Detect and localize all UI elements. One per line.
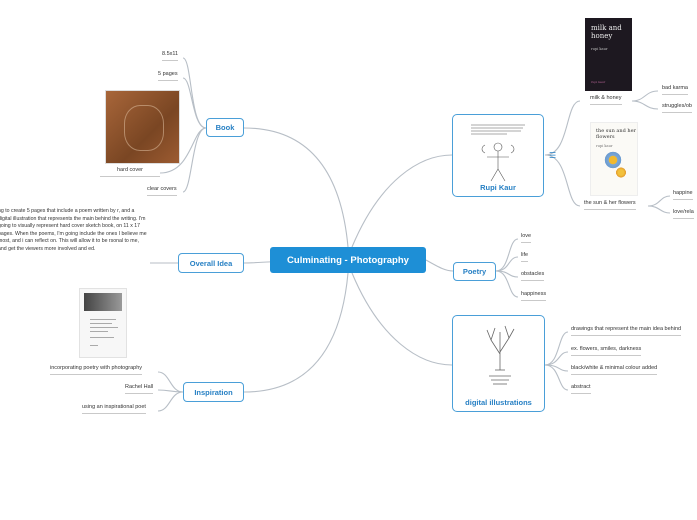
leather-book-photo bbox=[105, 90, 180, 164]
book-leaf-size[interactable]: 8.5x11 bbox=[162, 51, 179, 61]
digital-leaf-black-white[interactable]: black/white & minimal colour added bbox=[571, 365, 658, 375]
sun-happiness[interactable]: happine bbox=[673, 190, 693, 200]
sun-love-relationships[interactable]: love/rela bbox=[673, 209, 694, 219]
milk-honey-bad-karma[interactable]: bad karma bbox=[662, 85, 688, 95]
inspiration-poem-photo bbox=[79, 288, 127, 358]
book-leaf-pages[interactable]: 5 pages bbox=[158, 71, 178, 81]
poetry-leaf-life[interactable]: life bbox=[521, 252, 529, 262]
book-sun-and-her-flowers[interactable]: the sun & her flowers bbox=[584, 200, 636, 210]
central-topic[interactable]: Culminating - Photography bbox=[270, 247, 426, 273]
digital-leaf-examples[interactable]: ex. flowers, smiles, darkness bbox=[571, 346, 642, 356]
topic-poetry[interactable]: Poetry bbox=[453, 262, 496, 281]
sun-and-her-flowers-cover: the sun and her flowers rupi kaur bbox=[590, 122, 638, 196]
book-leaf-clear-covers[interactable]: clear covers bbox=[147, 186, 177, 196]
digital-illustrations-title: digital illustrations bbox=[465, 398, 532, 407]
topic-rupi-kaur[interactable]: Rupi Kaur bbox=[452, 114, 544, 197]
rupi-kaur-illustration-icon bbox=[471, 124, 525, 182]
digital-leaf-abstract[interactable]: abstract bbox=[571, 384, 591, 394]
topic-digital-illustrations[interactable]: digital illustrations bbox=[452, 315, 545, 412]
topic-book[interactable]: Book bbox=[206, 118, 244, 137]
sun-cover-author: rupi kaur bbox=[596, 144, 613, 148]
sun-cover-title: the sun and her flowers bbox=[596, 128, 636, 140]
milk-and-honey-cover: milk and honey rupi kaur rupi kaur bbox=[585, 18, 632, 91]
overall-idea-text[interactable]: ng to create 5 pages that include a poem… bbox=[0, 208, 147, 252]
rupi-kaur-title: Rupi Kaur bbox=[480, 183, 516, 192]
topic-overall-idea[interactable]: Overall Idea bbox=[178, 253, 244, 273]
poetry-leaf-happiness[interactable]: happiness bbox=[521, 291, 547, 301]
menu-icon[interactable]: ☰ bbox=[549, 151, 557, 160]
milk-honey-cover-author: rupi kaur bbox=[591, 47, 608, 51]
book-milk-and-honey[interactable]: milk & honey bbox=[590, 95, 622, 105]
milk-honey-cover-author-small: rupi kaur bbox=[591, 80, 606, 84]
poetry-leaf-love[interactable]: love bbox=[521, 233, 532, 243]
poetry-leaf-obstacles[interactable]: obstacles bbox=[521, 271, 545, 281]
inspiration-leaf-inspirational-poet[interactable]: using an inspirational poet bbox=[82, 404, 146, 414]
milk-honey-struggles[interactable]: struggles/ob bbox=[662, 103, 692, 113]
digital-leaf-drawings[interactable]: drawings that represent the main idea be… bbox=[571, 326, 682, 336]
milk-honey-cover-title: milk and honey bbox=[591, 24, 622, 40]
sunflower-icon bbox=[603, 151, 623, 169]
book-leaf-hard-cover[interactable]: hard cover bbox=[100, 167, 160, 177]
inspiration-leaf-poetry-photography[interactable]: incorporating poetry with photography bbox=[50, 365, 143, 375]
tree-illustration-icon bbox=[486, 325, 515, 385]
small-flower-icon bbox=[615, 167, 627, 178]
topic-inspiration[interactable]: Inspiration bbox=[183, 382, 244, 402]
inspiration-leaf-rachel-hall[interactable]: Rachel Hall bbox=[125, 384, 154, 394]
